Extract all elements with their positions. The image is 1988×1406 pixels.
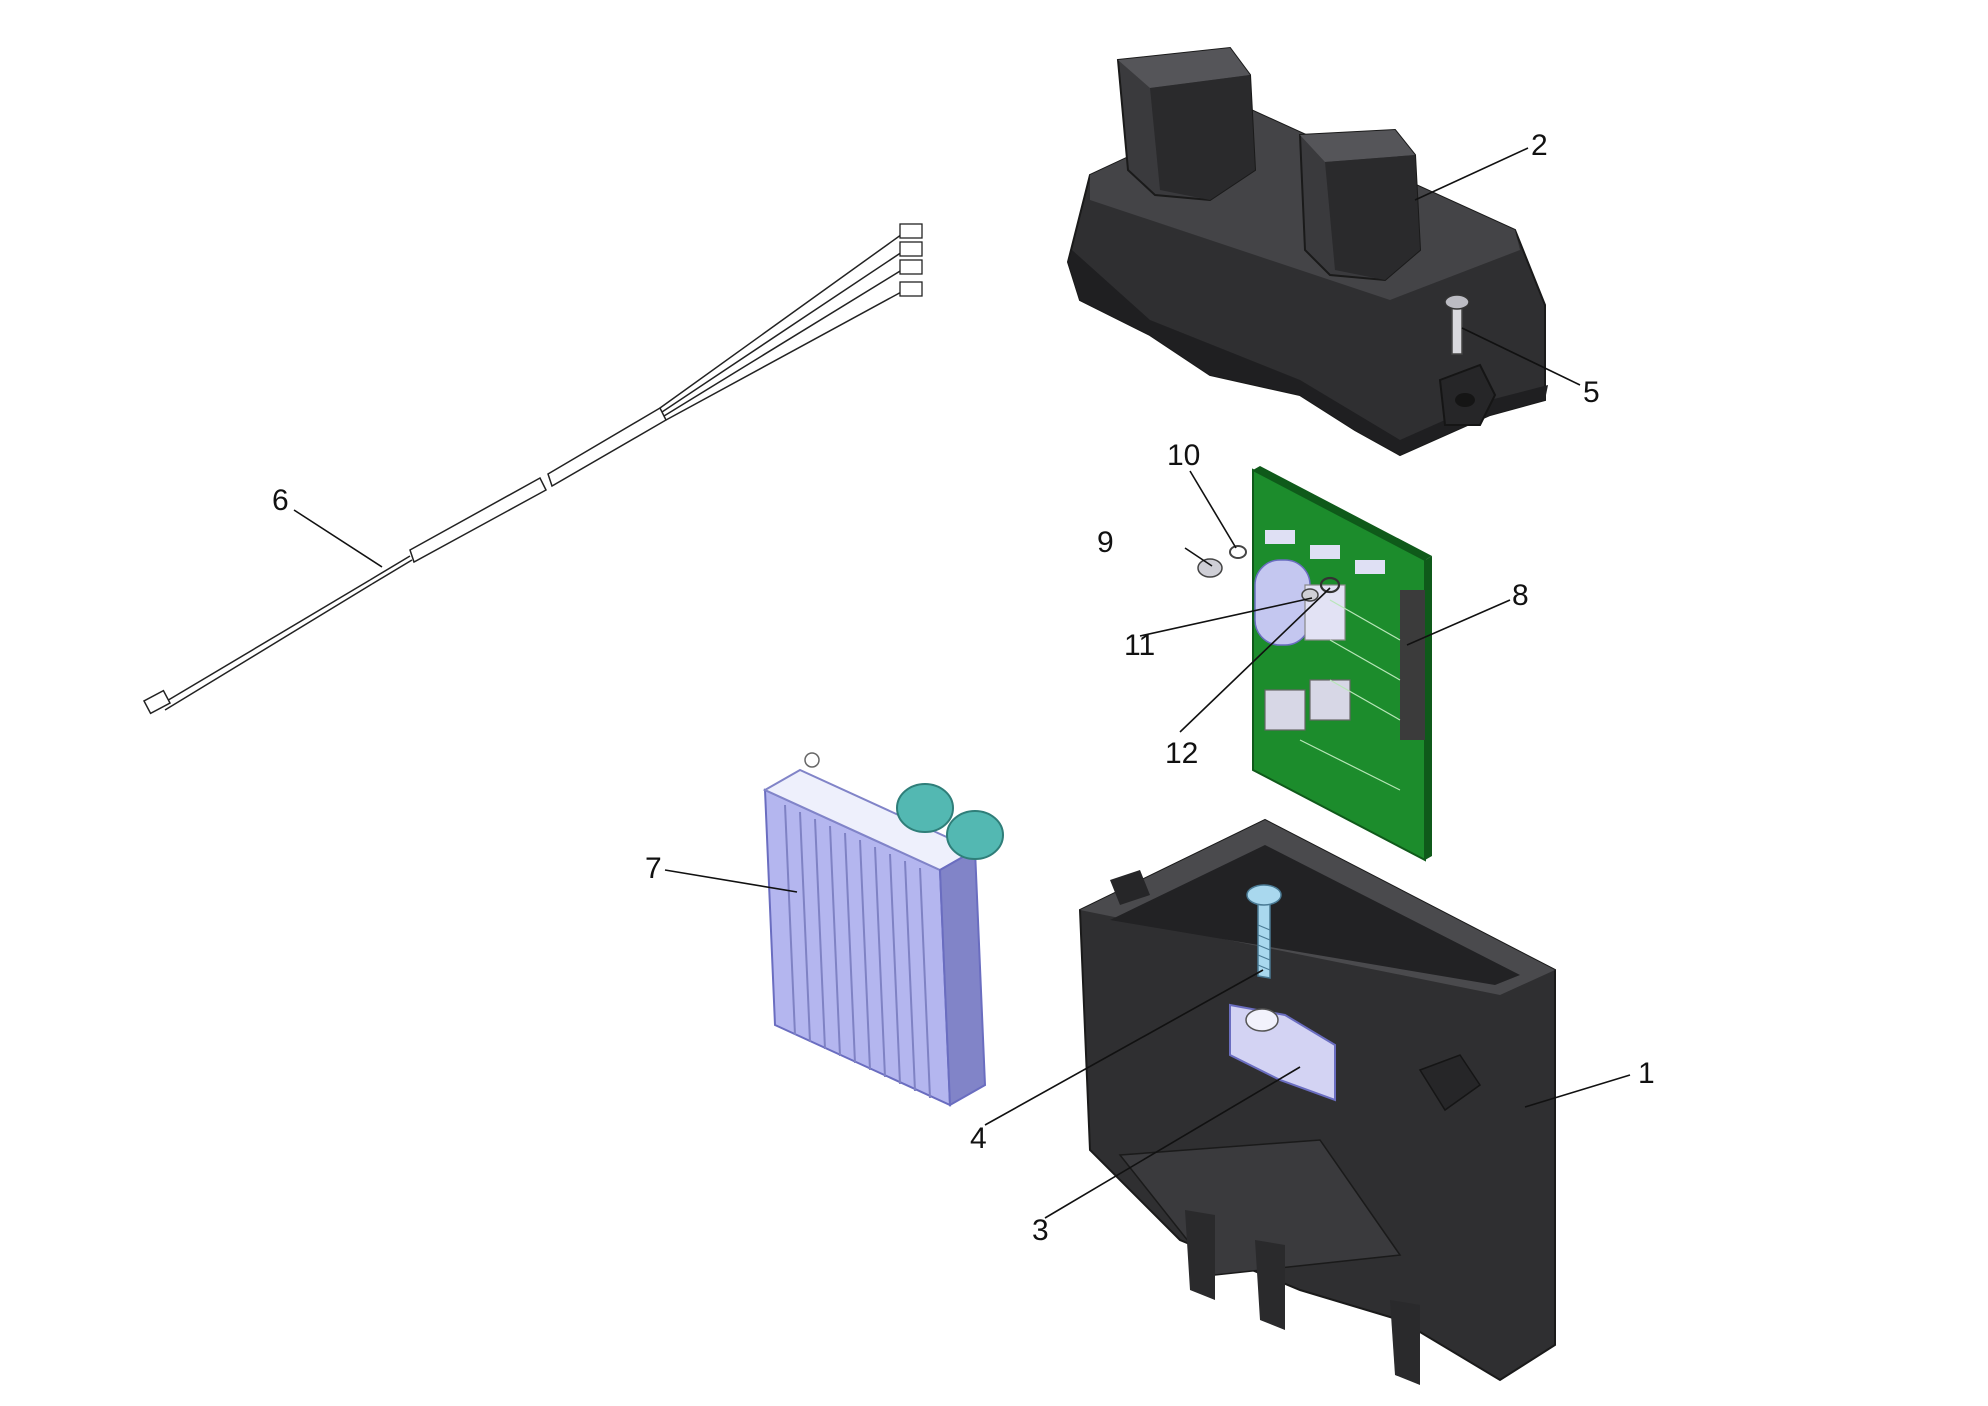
callout-label-4: 4 (970, 1122, 987, 1155)
circuit-board (1252, 466, 1432, 862)
callout-label-8: 8 (1512, 579, 1529, 612)
callout-label-3: 3 (1032, 1214, 1049, 1247)
heatsink-module (762, 752, 1004, 1107)
callout-label-1: 1 (1638, 1057, 1655, 1090)
callout-label-2: 2 (1531, 129, 1548, 162)
callout-labels: 1 2 3 4 5 6 7 8 9 10 11 12 (272, 129, 1655, 1247)
cable-harness (142, 223, 923, 715)
pcb-fasteners (1197, 545, 1341, 602)
top-cover (1066, 46, 1548, 457)
callout-label-7: 7 (645, 852, 662, 885)
callout-label-9: 9 (1097, 526, 1114, 559)
leader-lines (293, 147, 1631, 1219)
callout-label-12: 12 (1165, 737, 1198, 770)
long-screw (1246, 884, 1282, 979)
callout-label-6: 6 (272, 484, 289, 517)
base-housing (1078, 818, 1556, 1385)
cable-clamp (1229, 1003, 1336, 1102)
callout-label-10: 10 (1167, 439, 1200, 472)
callout-label-5: 5 (1583, 376, 1600, 409)
callout-label-11: 11 (1124, 629, 1155, 662)
